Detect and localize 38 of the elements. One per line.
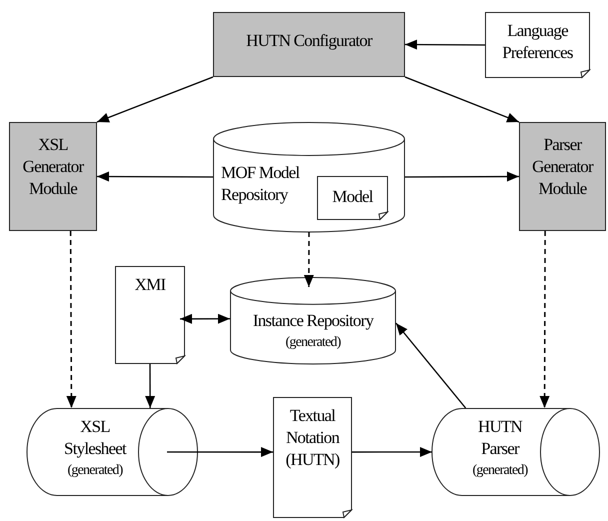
arrow [145,364,156,408]
node-label: Model [331,186,374,208]
process-box [9,122,97,231]
arrow [396,322,466,408]
document-shape [273,397,352,518]
horizontal-cylinder [27,408,198,496]
node-label: XSL Generator Module [22,134,85,200]
arrow [180,314,230,324]
node-label: XSL Stylesheet [63,416,128,460]
node-label: Textual Notation (HUTN) [284,405,341,471]
node-note: (generated) [66,462,124,480]
dashed-arrow [540,231,550,408]
node-note: (generated) [472,462,529,480]
node-label: HUTN Configurator [245,30,374,52]
document-shape [115,266,185,364]
arrow [352,447,432,457]
node-label: Parser Generator Module [531,134,594,200]
node-label: Instance Repository [252,310,375,332]
node-label: MOF Model Repository [221,162,301,206]
database-cylinder [230,277,396,364]
node-label: XMI [134,274,166,296]
horizontal-cylinder [432,408,600,496]
dashed-arrow [304,232,314,287]
process-box [213,12,405,77]
document-shape [485,12,590,78]
arrow [405,172,519,182]
arrow [167,447,273,458]
process-box [519,122,606,231]
dashed-arrow [66,231,76,408]
document-shape [317,176,388,220]
arrow [405,40,485,50]
database-cylinder [213,122,405,232]
arrow [97,172,213,182]
node-note: (generated) [284,334,342,352]
arrow [96,76,214,123]
node-label: Language Preferences [501,20,574,64]
node-label: HUTN Parser [476,416,524,460]
arrow [404,76,520,123]
